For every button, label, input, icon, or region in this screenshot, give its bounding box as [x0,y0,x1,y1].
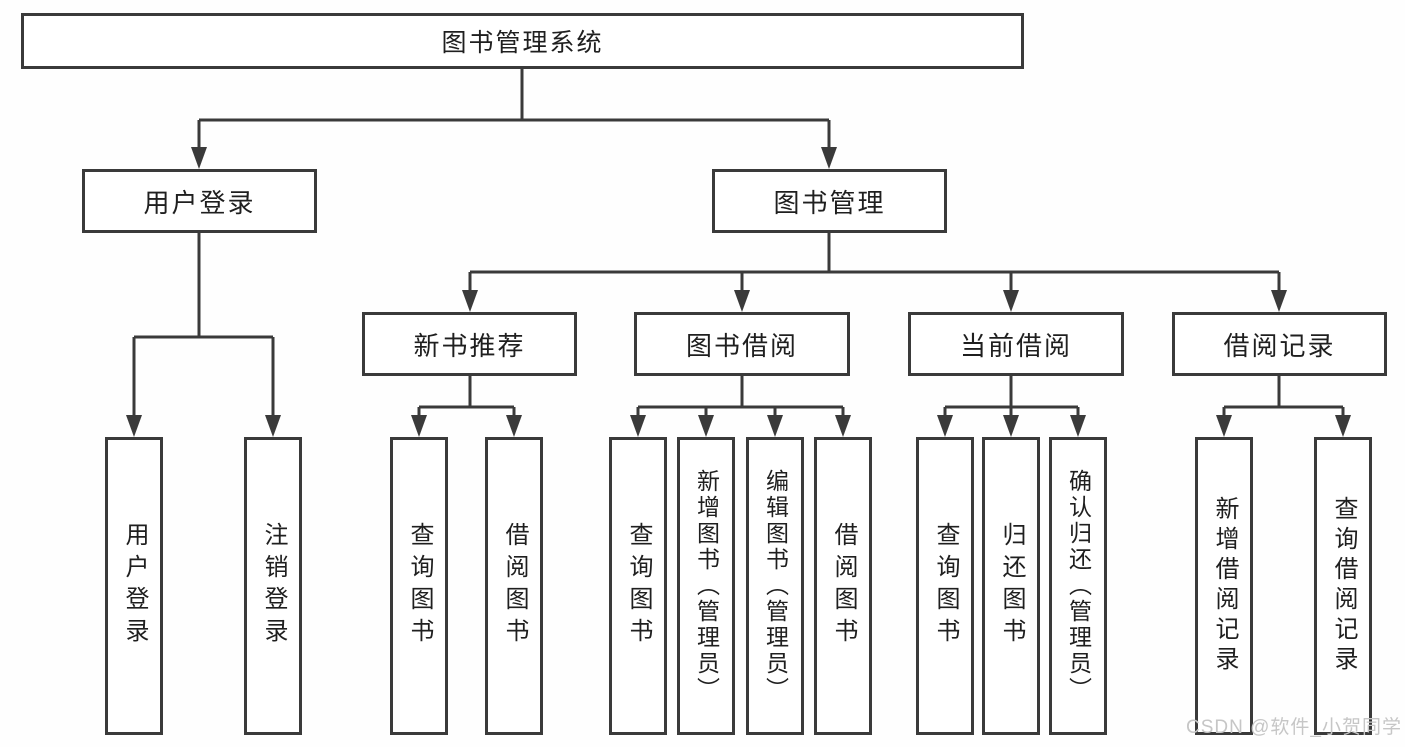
arrow-down-icon [630,415,646,437]
book-management-fork-line [468,233,1281,291]
leaf-edit-books-admin: 编辑图书（管理员） [746,437,804,735]
arrow-down-icon [1003,415,1019,437]
arrow-down-icon [734,290,750,312]
root-fork-line [197,69,831,148]
arrow-down-icon [937,415,953,437]
node-label: 借阅图书 [830,522,857,650]
arrow-down-icon [1335,415,1351,437]
node-book-management: 图书管理 [712,169,947,233]
node-label: 借阅记录 [1223,330,1336,361]
leaf-query-books-borrow: 查询图书 [609,437,667,735]
leaf-query-books-current: 查询图书 [916,437,974,735]
node-label: 新增借阅记录 [1211,496,1238,676]
node-label: 查询图书 [625,522,652,650]
node-borrow-records: 借阅记录 [1172,312,1387,376]
arrow-down-icon [1271,290,1287,312]
leaf-borrow-books: 借阅图书 [814,437,872,735]
arrow-down-icon [821,147,837,169]
borrow-records-fork-line [1222,376,1345,416]
node-user-login: 用户登录 [82,169,317,233]
arrow-down-icon [1003,290,1019,312]
arrow-down-icon [506,415,522,437]
leaf-logout: 注销登录 [244,437,302,735]
node-new-book-recommend: 新书推荐 [362,312,577,376]
node-label: 查询图书 [406,522,433,650]
book-borrow-fork-line [636,376,845,416]
node-library-management-system: 图书管理系统 [21,13,1024,69]
current-borrow-fork-line [943,376,1080,416]
node-label: 当前借阅 [959,330,1072,361]
user-login-fork-line [132,233,275,416]
node-label: 图书管理 [773,187,886,218]
leaf-add-books-admin: 新增图书（管理员） [677,437,735,735]
arrow-down-icon [767,415,783,437]
leaf-return-books: 归还图书 [982,437,1040,735]
arrow-down-icon [411,415,427,437]
node-label: 确认归还（管理员） [1065,469,1092,703]
leaf-user-login: 用户登录 [105,437,163,735]
node-label: 归还图书 [998,522,1025,650]
node-label: 用户登录 [143,187,256,218]
arrow-down-icon [462,290,478,312]
arrow-down-icon [835,415,851,437]
node-label: 新书推荐 [413,330,526,361]
node-label: 图书借阅 [685,330,798,361]
leaf-add-borrow-record: 新增借阅记录 [1195,437,1253,735]
csdn-watermark: CSDN @软件_小贺同学 [1186,717,1402,738]
arrow-down-icon [126,415,142,437]
node-current-borrow: 当前借阅 [908,312,1124,376]
node-book-borrow: 图书借阅 [634,312,850,376]
node-label: 编辑图书（管理员） [762,469,789,703]
node-label: 注销登录 [260,522,287,650]
arrow-down-icon [1216,415,1232,437]
leaf-query-borrow-record: 查询借阅记录 [1314,437,1372,735]
leaf-query-books-recommend: 查询图书 [390,437,448,735]
node-label: 查询借阅记录 [1330,496,1357,676]
new-book-recommend-fork-line [417,376,516,416]
node-label: 查询图书 [932,522,959,650]
node-label: 图书管理系统 [441,29,604,57]
node-label: 用户登录 [121,522,148,650]
arrow-down-icon [191,147,207,169]
node-label: 借阅图书 [501,522,528,650]
node-label: 新增图书（管理员） [693,469,720,703]
leaf-borrow-books-recommend: 借阅图书 [485,437,543,735]
leaf-confirm-return-admin: 确认归还（管理员） [1049,437,1107,735]
arrow-down-icon [265,415,281,437]
arrow-down-icon [698,415,714,437]
arrow-down-icon [1070,415,1086,437]
